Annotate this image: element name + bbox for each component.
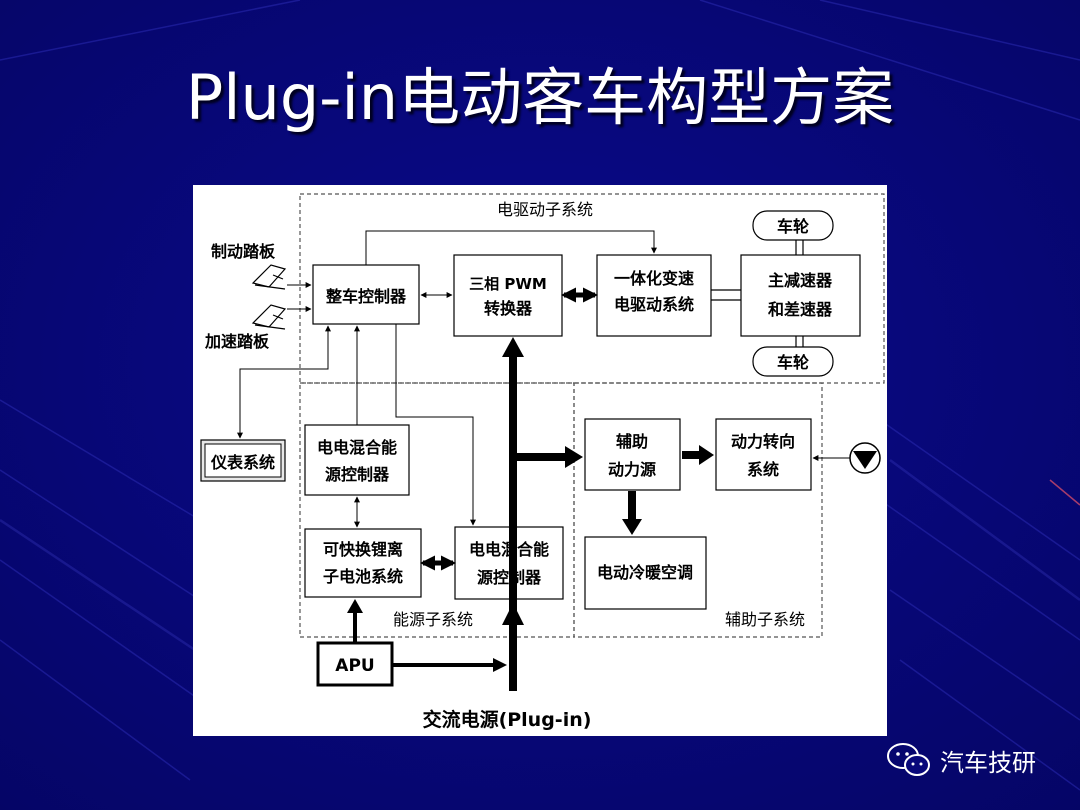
pwm-converter-box bbox=[453, 254, 563, 337]
energy-controller-a-line1: 电电混合能 bbox=[317, 438, 397, 457]
accel-pedal-icon bbox=[251, 304, 287, 330]
slide-title: Plug-in电动客车构型方案 bbox=[185, 61, 895, 134]
energy-controller-a-box bbox=[304, 424, 410, 496]
motor-label-line2: 电驱动系统 bbox=[614, 295, 694, 314]
hvac-box bbox=[584, 536, 707, 610]
drive-subsystem-label: 电驱动子系统 bbox=[497, 200, 593, 219]
wheel-top-label: 车轮 bbox=[777, 217, 809, 236]
battery-box bbox=[304, 528, 422, 598]
ac-source-label: 交流电源(Plug-in) bbox=[423, 708, 592, 731]
watermark: 汽车技研 bbox=[886, 738, 1036, 782]
motor-drive-box bbox=[596, 254, 712, 337]
aux-subsystem-frame bbox=[573, 382, 823, 638]
watermark-text: 汽车技研 bbox=[940, 748, 1036, 777]
wheel-bottom-label: 车轮 bbox=[777, 353, 809, 372]
energy-controller-a-line2: 源控制器 bbox=[325, 465, 390, 484]
apu-box bbox=[316, 641, 394, 687]
brake-pedal-label: 制动踏板 bbox=[211, 242, 276, 261]
steering-line2: 系统 bbox=[747, 460, 779, 479]
vcu-box bbox=[312, 264, 420, 325]
reducer-box bbox=[740, 254, 861, 337]
aux-power-box bbox=[584, 418, 681, 491]
brake-pedal-icon bbox=[251, 264, 287, 290]
steering-box bbox=[715, 418, 812, 491]
vcu-label: 整车控制器 bbox=[325, 287, 407, 306]
energy-subsystem-label: 能源子系统 bbox=[393, 610, 473, 629]
steering-line1: 动力转向 bbox=[731, 432, 795, 451]
apu-label: APU bbox=[335, 656, 374, 676]
instrument-label: 仪表系统 bbox=[210, 453, 275, 472]
battery-label-line1: 可快换锂离 bbox=[323, 540, 403, 559]
aux-subsystem-label: 辅助子系统 bbox=[725, 610, 805, 629]
aux-power-line1: 辅助 bbox=[616, 432, 648, 451]
motor-label-line1: 一体化变速 bbox=[614, 269, 694, 288]
architecture-diagram: 电驱动子系统 能源子系统 辅助子系统 制动踏板 加速踏板 整车控制器 三相 PW… bbox=[193, 185, 887, 736]
wechat-icon bbox=[887, 743, 930, 776]
wheel-bottom-box bbox=[752, 346, 834, 377]
reducer-label-line1: 主减速器 bbox=[768, 271, 833, 290]
wheel-top-box bbox=[752, 210, 834, 241]
reducer-label-line2: 和差速器 bbox=[768, 300, 833, 319]
pwm-label-line1: 三相 PWM bbox=[469, 275, 547, 293]
battery-label-line2: 子电池系统 bbox=[323, 567, 403, 586]
hvac-label: 电动冷暖空调 bbox=[597, 563, 693, 582]
aux-power-line2: 动力源 bbox=[608, 460, 656, 479]
steering-wheel-icon bbox=[849, 442, 881, 474]
pwm-label-line2: 转换器 bbox=[484, 299, 533, 318]
accel-pedal-label: 加速踏板 bbox=[204, 332, 270, 351]
